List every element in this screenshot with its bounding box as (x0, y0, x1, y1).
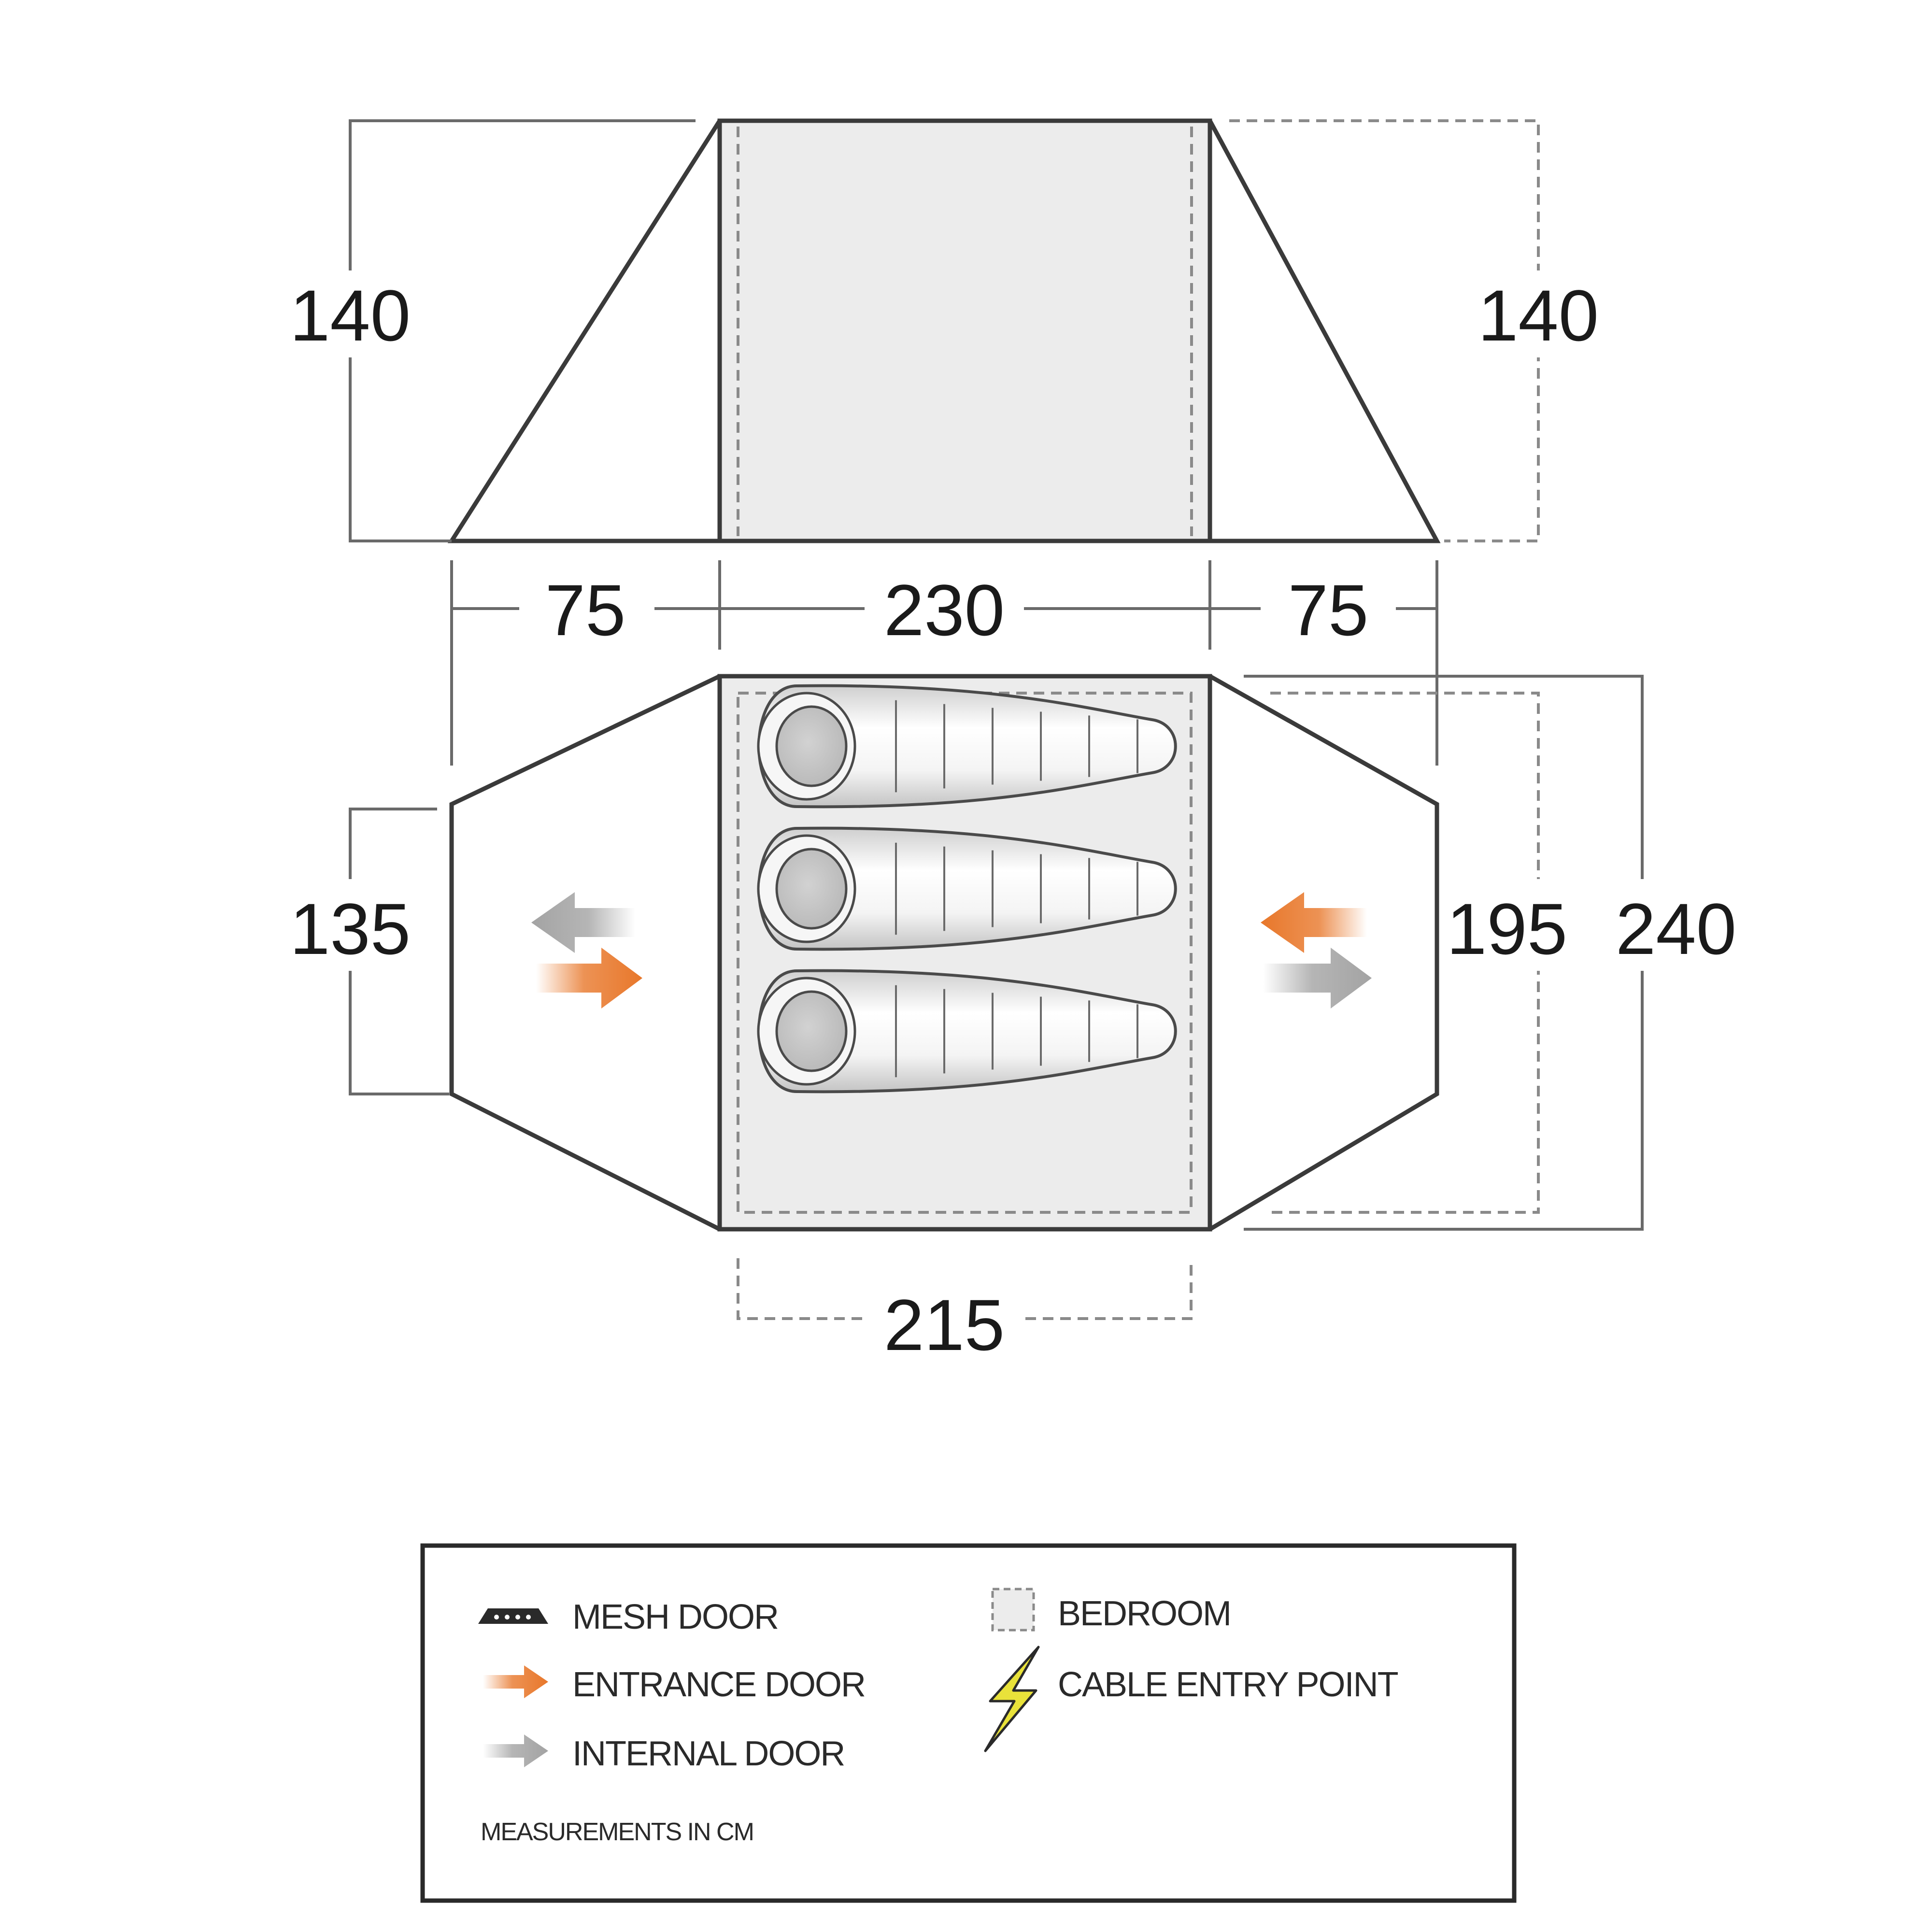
bedroom-inner-length-label: 215 (884, 1284, 1005, 1365)
legend: MESH DOOR ENTRANCE DOOR INTERNAL DOOR ME… (420, 1543, 1517, 1903)
sleeping-bag (757, 826, 1177, 951)
entrance-door-icon (483, 1665, 548, 1698)
bedroom-length-mask (865, 560, 1024, 652)
bedroom-inner-length-mask (865, 1275, 1024, 1367)
legend-item-internal-door: INTERNAL DOOR (483, 1734, 845, 1773)
legend-item-bedroom: BEDROOM (991, 1588, 1232, 1633)
legend-item-cable-entry: CABLE ENTRY POINT (984, 1646, 1399, 1752)
right-porch-doors (1261, 892, 1372, 1009)
cable-entry-label: CABLE ENTRY POINT (1058, 1665, 1398, 1704)
mesh-door-icon (478, 1608, 548, 1624)
sleeping-bags (757, 684, 1177, 1094)
bedroom-width-mask (1444, 879, 1594, 971)
side-height-left-label: 140 (290, 275, 411, 356)
units-note: MEASUREMENTS IN CM (481, 1818, 753, 1846)
sleeping-bag-body (757, 826, 1177, 951)
side-elevation: 140 140 (275, 118, 1613, 543)
sleeping-bag (757, 969, 1177, 1094)
sleeping-bag-body (757, 969, 1177, 1094)
entrance-door-arrow-left (536, 948, 642, 1009)
porch-right-mask (1261, 560, 1396, 652)
bedroom-icon (991, 1588, 1035, 1632)
sleeping-bag-head-opening (775, 705, 848, 787)
porch-depth-left-label: 75 (545, 569, 626, 651)
legend-item-entrance-door: ENTRANCE DOOR (483, 1665, 866, 1704)
side-height-right-mask (1463, 270, 1613, 357)
sleeping-bag-head-opening (775, 848, 848, 930)
length-dimensions: 75 230 75 (450, 560, 1438, 766)
sleeping-bag-head-opening (775, 990, 848, 1072)
bedroom-length-label: 230 (884, 569, 1005, 651)
side-height-left-mask (275, 270, 425, 357)
internal-door-label: INTERNAL DOOR (572, 1734, 844, 1773)
lightning-bolt-icon (984, 1646, 1040, 1752)
legend-box (420, 1543, 1517, 1903)
legend-item-mesh-door: MESH DOOR (478, 1598, 779, 1636)
porch-left-mask (519, 560, 654, 652)
mesh-door-label: MESH DOOR (572, 1598, 778, 1636)
porch-width-label: 135 (290, 888, 411, 969)
floor-plan: 135 195 240 215 (275, 674, 1753, 1367)
left-porch-doors (531, 892, 642, 1009)
internal-door-arrow-right (1263, 948, 1372, 1009)
overall-width-label: 240 (1616, 888, 1736, 969)
bedroom-label: BEDROOM (1058, 1594, 1231, 1633)
overall-width-mask (1608, 879, 1753, 971)
internal-door-icon (483, 1734, 548, 1767)
sleeping-bag-body (757, 684, 1177, 809)
entrance-door-label: ENTRANCE DOOR (572, 1665, 865, 1704)
internal-door-arrow-left (531, 892, 635, 953)
side-height-right-label: 140 (1478, 275, 1599, 356)
side-elevation-bedroom (717, 118, 1212, 543)
entrance-door-arrow-right (1261, 892, 1367, 953)
sleeping-bag (757, 684, 1177, 809)
porch-depth-right-label: 75 (1288, 569, 1369, 651)
bedroom-width-label: 195 (1447, 888, 1567, 969)
porch-width-mask (275, 879, 430, 971)
